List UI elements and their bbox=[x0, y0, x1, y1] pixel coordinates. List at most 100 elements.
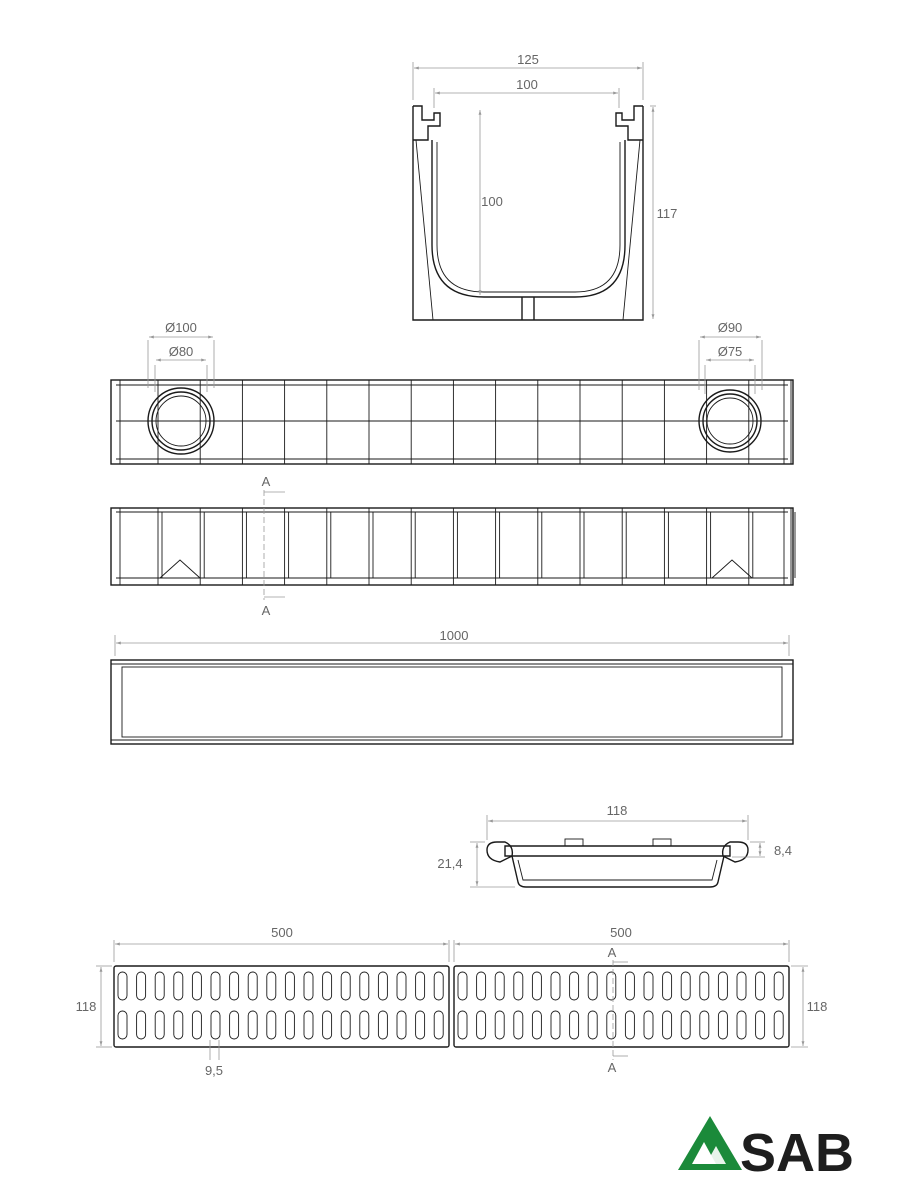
grate-slot bbox=[662, 1010, 673, 1040]
dim-slot-width: 9,5 bbox=[205, 1063, 223, 1078]
section-dimensions bbox=[412, 62, 656, 319]
dim-grate-plan-width-left: 118 bbox=[76, 999, 97, 1014]
grate-slot bbox=[513, 971, 524, 1001]
dim-channel-length: 1000 bbox=[440, 628, 469, 643]
grate-slot bbox=[736, 1010, 747, 1040]
grate-slot bbox=[476, 1010, 487, 1040]
grate-slot bbox=[736, 971, 747, 1001]
outlet-dimensions bbox=[147, 335, 763, 394]
dim-grate-width: 118 bbox=[607, 803, 628, 818]
grate-slot bbox=[377, 1010, 388, 1040]
grate-slot bbox=[359, 1010, 370, 1040]
grate-slot bbox=[531, 971, 542, 1001]
grate-slot bbox=[322, 1010, 333, 1040]
grate-slot bbox=[513, 1010, 524, 1040]
grate-slot bbox=[266, 971, 277, 1001]
dim-grate-plan-width-right: 118 bbox=[807, 999, 828, 1014]
grate-slot bbox=[569, 971, 580, 1001]
grate-slot bbox=[136, 971, 147, 1001]
grate-slot bbox=[662, 971, 673, 1001]
grate-slot bbox=[136, 1010, 147, 1040]
grate-slot bbox=[284, 1010, 295, 1040]
grate-slot bbox=[322, 971, 333, 1001]
grate-slot bbox=[717, 1010, 728, 1040]
grate-slot bbox=[494, 971, 505, 1001]
grate-slot bbox=[173, 1010, 184, 1040]
side-view-ribs bbox=[157, 508, 796, 585]
grate-slot bbox=[699, 971, 710, 1001]
dim-section-width-outer: 125 bbox=[517, 52, 539, 67]
grate-slot bbox=[396, 971, 407, 1001]
grate-slot bbox=[476, 971, 487, 1001]
dim-section-width-inner: 100 bbox=[516, 77, 538, 92]
grate-slot bbox=[643, 1010, 654, 1040]
grate-slot bbox=[699, 1010, 710, 1040]
section-mark-channel-top: A bbox=[262, 474, 271, 489]
grate-slot bbox=[396, 1010, 407, 1040]
channel-cross-section bbox=[412, 105, 644, 321]
grate-slot bbox=[117, 1010, 128, 1040]
dim-outlet-left-outer: Ø100 bbox=[165, 320, 197, 335]
dim-grate-lip: 8,4 bbox=[774, 843, 792, 858]
grate-plan-view bbox=[96, 940, 808, 1060]
grate-slot bbox=[773, 1010, 784, 1040]
grate-slot bbox=[247, 1010, 258, 1040]
grate-slot bbox=[433, 971, 444, 1001]
grate-slot bbox=[154, 971, 165, 1001]
grate-slot bbox=[624, 971, 635, 1001]
grate-slot bbox=[191, 971, 202, 1001]
grate-slot bbox=[773, 971, 784, 1001]
grate-slot bbox=[266, 1010, 277, 1040]
sab-logo: SAB bbox=[678, 1116, 854, 1183]
dim-grate-height: 21,4 bbox=[437, 856, 462, 871]
grate-slot bbox=[359, 971, 370, 1001]
grate-slot bbox=[550, 1010, 561, 1040]
logo-text: SAB bbox=[740, 1123, 854, 1183]
grate-slot bbox=[415, 1010, 426, 1040]
grate-slot bbox=[606, 971, 617, 1001]
grate-slots bbox=[117, 971, 784, 1040]
dim-section-height: 117 bbox=[657, 206, 678, 221]
grate-slot bbox=[531, 1010, 542, 1040]
grate-slot bbox=[550, 971, 561, 1001]
grate-slot bbox=[587, 971, 598, 1001]
grate-slot bbox=[755, 971, 766, 1001]
grate-slot bbox=[117, 971, 128, 1001]
top-view-ribs bbox=[157, 380, 792, 464]
grate-slot bbox=[173, 971, 184, 1001]
grate-slot bbox=[210, 971, 221, 1001]
grate-slot bbox=[457, 1010, 468, 1040]
grate-slot bbox=[624, 1010, 635, 1040]
grate-slot bbox=[433, 1010, 444, 1040]
grate-slot bbox=[191, 1010, 202, 1040]
grate-slot bbox=[229, 971, 240, 1001]
grate-slot bbox=[755, 1010, 766, 1040]
grate-slot bbox=[717, 971, 728, 1001]
section-mark-grate-bottom: A bbox=[608, 1060, 617, 1075]
grate-slot bbox=[415, 971, 426, 1001]
grate-slot bbox=[606, 1010, 617, 1040]
grate-slot bbox=[587, 1010, 598, 1040]
grate-slot bbox=[377, 971, 388, 1001]
dim-outlet-right-inner: Ø75 bbox=[718, 344, 743, 359]
channel-top-view bbox=[110, 379, 794, 465]
grate-slot bbox=[680, 971, 691, 1001]
dim-outlet-right-outer: Ø90 bbox=[718, 320, 743, 335]
channel-side-view bbox=[110, 490, 796, 600]
grate-slot bbox=[643, 971, 654, 1001]
dim-section-depth-inner: 100 bbox=[481, 194, 503, 209]
grate-slot bbox=[303, 1010, 314, 1040]
channel-long-view bbox=[110, 635, 794, 745]
grate-slot bbox=[680, 1010, 691, 1040]
grate-slot bbox=[340, 971, 351, 1001]
grate-slot bbox=[247, 971, 258, 1001]
dim-outlet-left-inner: Ø80 bbox=[169, 344, 194, 359]
grate-slot bbox=[229, 1010, 240, 1040]
grate-slot bbox=[569, 1010, 580, 1040]
grate-slot bbox=[340, 1010, 351, 1040]
grate-slot bbox=[457, 971, 468, 1001]
grate-slot bbox=[210, 1010, 221, 1040]
grate-cross-section bbox=[470, 815, 765, 888]
dim-grate-length-right: 500 bbox=[610, 925, 632, 940]
